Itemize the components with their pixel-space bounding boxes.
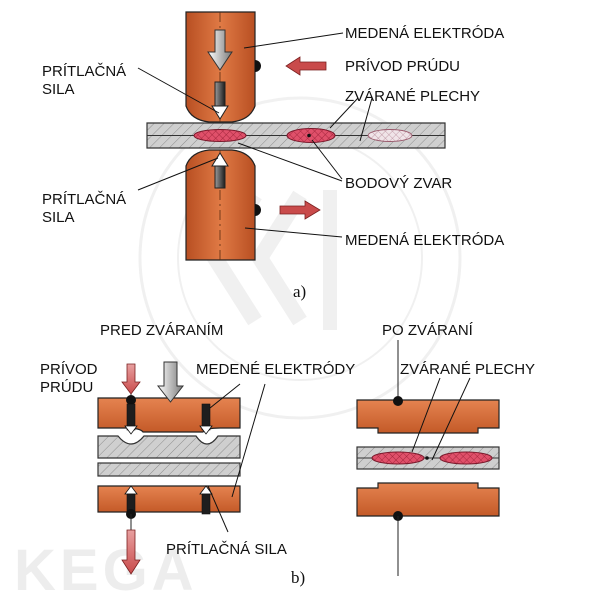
weld-nugget-after-2 — [439, 451, 493, 465]
label-force-top-2: SILA — [42, 81, 75, 98]
label-spot-weld: BODOVÝ ZVAR — [345, 175, 452, 192]
down-arrow-icon — [207, 29, 233, 71]
lower-electrode — [185, 149, 261, 261]
spot-weld-nugget-1 — [193, 129, 247, 142]
upper-electrode — [185, 11, 261, 123]
current-out-arrow-icon — [279, 200, 321, 220]
force-arrow-shaft-bottom — [214, 165, 226, 189]
label-after-welding: PO ZVÁRANÍ — [382, 322, 474, 339]
label-force-top-1: PRÍTLAČNÁ — [42, 63, 126, 80]
label-current-2: PRÚDU — [40, 379, 93, 396]
spot-weld-nugget-3 — [367, 129, 413, 142]
label-current-supply: PRÍVOD PRÚDU — [345, 58, 460, 75]
lower-sheet-before — [97, 462, 241, 477]
label-before-welding: PRED ZVÁRANÍM — [100, 322, 223, 339]
current-in-arrow-b-icon — [121, 363, 141, 395]
label-pressing-force: PRÍTLAČNÁ SILA — [166, 541, 287, 558]
spot-weld-nugget-2 — [286, 128, 336, 143]
caption-b: b) — [291, 568, 305, 587]
leader-lines-a — [137, 32, 373, 238]
lower-electrode-after — [356, 482, 500, 517]
welded-sheets-a — [146, 122, 446, 149]
leader-lines-b-left — [207, 383, 266, 533]
label-welded-sheets-b: ZVÁRANÉ PLECHY — [400, 361, 535, 378]
leader-lines-b-right — [411, 377, 471, 461]
label-lower-electrode: MEDENÁ ELEKTRÓDA — [345, 232, 504, 249]
watermark-kega: KEGA — [14, 538, 198, 600]
label-copper-electrodes: MEDENÉ ELEKTRÓDY — [196, 361, 355, 378]
part-b-after: PO ZVÁRANÍ ZVÁRANÉ PLECHY — [356, 322, 535, 576]
caption-a: a) — [293, 282, 306, 301]
pressure-arrow-b-icon — [156, 361, 185, 403]
contact-dot-top — [255, 60, 261, 72]
label-force-bottom-2: SILA — [42, 209, 75, 226]
label-upper-electrode: MEDENÁ ELEKTRÓDA — [345, 25, 504, 42]
force-arrowhead-b2-icon — [199, 425, 213, 435]
current-out-arrow-b-icon — [121, 529, 141, 575]
part-a: MEDENÁ ELEKTRÓDA PRÍVOD PRÚDU ZVÁRANÉ PL… — [42, 11, 504, 301]
label-current-1: PRÍVOD — [40, 361, 98, 378]
weld-nugget-after-1 — [371, 451, 425, 465]
label-force-bottom-1: PRÍTLAČNÁ — [42, 191, 126, 208]
force-arrow-shaft-top — [214, 81, 226, 107]
upper-electrode-after — [356, 399, 500, 434]
lower-electrode-block — [97, 485, 241, 513]
upper-sheet-before — [97, 435, 241, 459]
contact-dot-bottom — [255, 204, 261, 216]
part-b-before: PRED ZVÁRANÍM PRÍVOD PRÚDU MEDENÉ ELEKTR… — [40, 322, 355, 575]
force-arrowhead-b1-icon — [124, 425, 138, 435]
current-in-arrow-icon — [285, 56, 327, 76]
force-arrowhead-top-icon — [211, 105, 229, 120]
upper-electrode-block — [97, 397, 241, 433]
label-welded-sheets-a: ZVÁRANÉ PLECHY — [345, 88, 480, 105]
